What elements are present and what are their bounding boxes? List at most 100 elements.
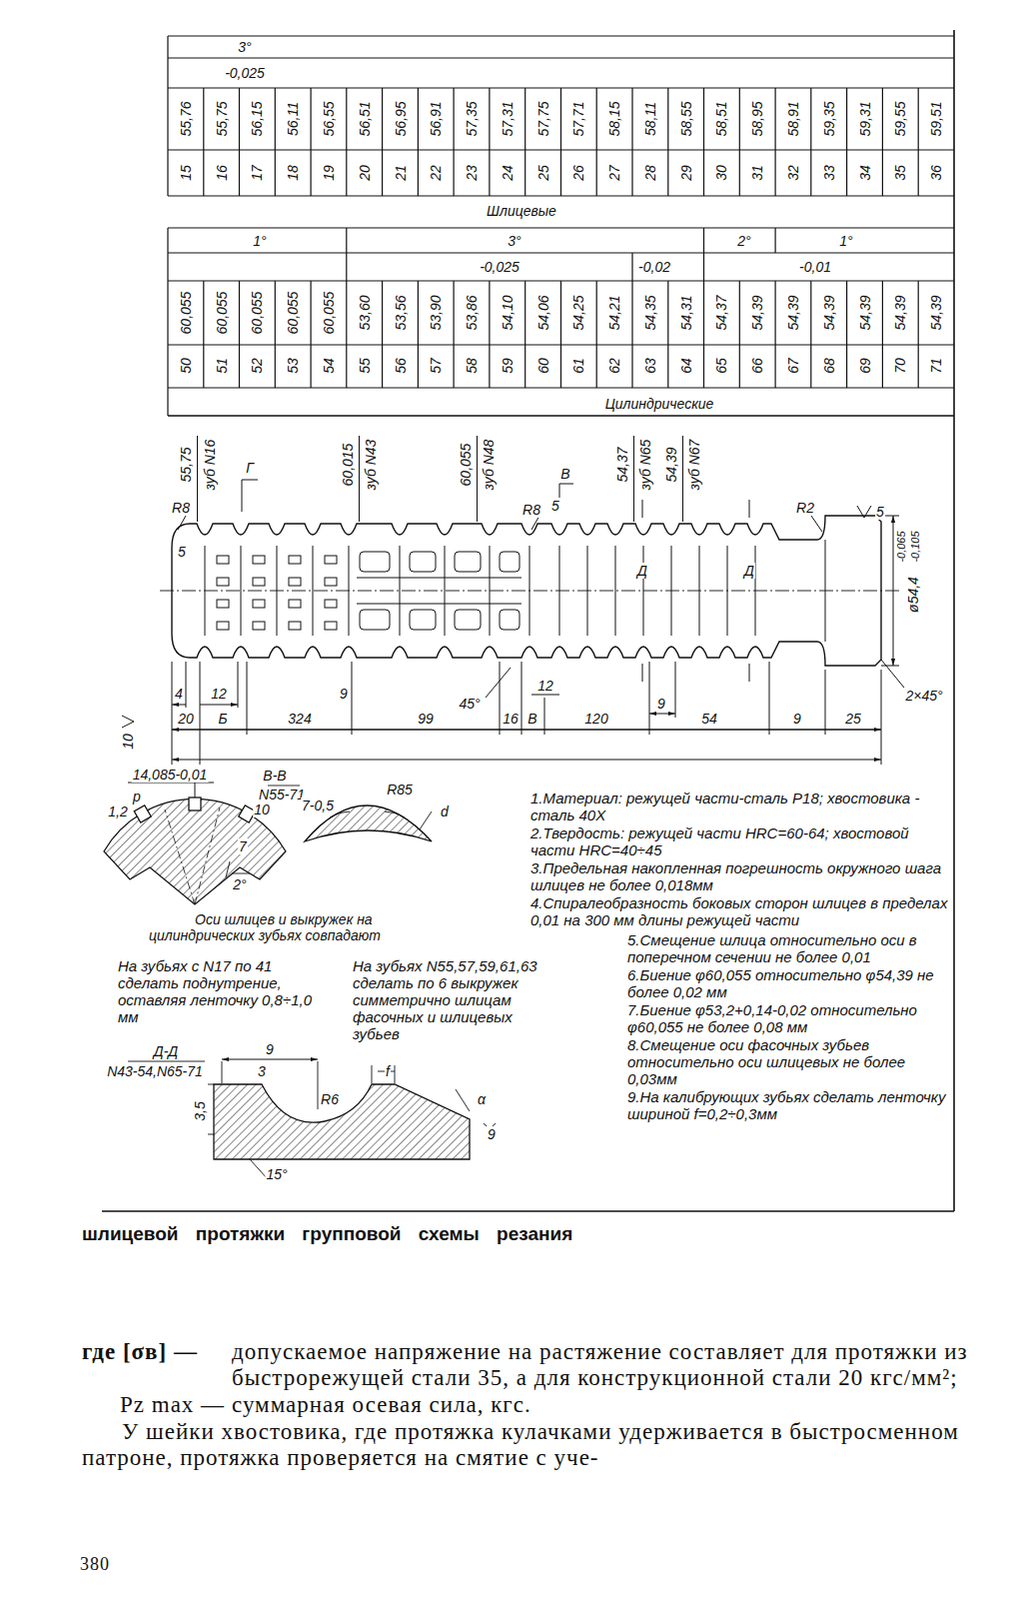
table-cell: 54,39 <box>821 293 838 331</box>
table-cell: 1° <box>251 232 267 249</box>
table-cell: 54 <box>320 356 337 375</box>
drawing-label: 9 <box>792 710 803 727</box>
drawing-label: N43-54,N65-71 <box>105 1062 204 1079</box>
note-text: 5.Смещение шлица относительно оси в попе… <box>626 931 949 966</box>
table-cell: 58,51 <box>713 99 730 137</box>
drawing-label: 324 <box>286 710 312 727</box>
table-cell: 35 <box>892 163 909 182</box>
table-cell: 2° <box>736 232 752 249</box>
table-cell: 71 <box>928 356 945 375</box>
table-cell: 36 <box>928 163 945 182</box>
table-cell: 58,95 <box>749 99 766 137</box>
drawing-label: зуб N16 <box>201 438 218 492</box>
drawing-label: -0,105 <box>909 529 923 563</box>
table-cell: 58,11 <box>642 100 659 137</box>
table-cell: -0,01 <box>798 258 833 275</box>
table-cell: 59 <box>499 356 516 375</box>
table-cell: Цилиндрические <box>604 395 716 412</box>
table-cell: 54,39 <box>785 293 802 331</box>
table-cell: 57,71 <box>570 99 587 137</box>
drawing-label: R85 <box>385 781 414 798</box>
table-cell: 56 <box>391 356 408 375</box>
table-cell: -0,025 <box>223 64 266 81</box>
drawing-label: 5 <box>176 543 187 560</box>
table-cell: 60 <box>535 356 552 375</box>
table-cell: 54,35 <box>642 293 659 331</box>
drawing-label: 60,015 <box>339 442 356 488</box>
drawing-label: 5 <box>875 503 886 520</box>
table-cell: 19 <box>320 163 337 182</box>
drawing-label: Д-Д <box>152 1042 179 1059</box>
drawing-label: зуб N67 <box>686 438 703 492</box>
table-cell: 58 <box>463 356 480 375</box>
table-cell: 25 <box>535 163 552 182</box>
drawing-label: 7-0,5 <box>300 797 335 814</box>
drawing-label: 15° <box>264 1165 288 1182</box>
drawing-label: -0,065 <box>895 529 909 563</box>
note-text: 1.Материал: режущей части-сталь Р18; хво… <box>529 789 952 824</box>
table-cell: 31 <box>749 163 766 182</box>
table-cell: 54,39 <box>928 293 945 331</box>
table-cell: 54,31 <box>678 293 695 331</box>
table-cell: 69 <box>857 356 874 375</box>
table-cell: 59,55 <box>892 99 909 137</box>
table-cell: 54,21 <box>606 293 623 331</box>
table-cell: 57 <box>427 356 444 375</box>
drawing-label: 25 <box>844 710 863 727</box>
table-cell: 56,95 <box>391 99 408 137</box>
drawing-label: В <box>526 710 538 727</box>
table-cell: 15 <box>177 163 194 182</box>
table-cell: 60,055 <box>177 290 194 336</box>
drawing-label: d <box>439 803 450 820</box>
table-cell: 53 <box>284 356 301 375</box>
drawing-label: 7 <box>237 838 248 855</box>
note-text: 3.Предельная накопленная погрешность окр… <box>529 859 952 894</box>
note-text: На зубьях с N17 по 41 сделать поднутрени… <box>116 957 314 1026</box>
drawing-label: 20 <box>176 710 195 727</box>
table-cell: 34 <box>857 163 874 182</box>
table-cell: 66 <box>749 356 766 375</box>
table-cell: 61 <box>570 356 587 375</box>
drawing-label: 120 <box>583 710 609 727</box>
table-cell: 53,86 <box>463 293 480 331</box>
table-cell: 56,15 <box>248 99 265 137</box>
body-text: где [σв] — <box>81 1338 198 1365</box>
drawing-label: 2×45° <box>904 687 944 704</box>
table-cell: 58,91 <box>785 99 802 137</box>
table-cell: 54,39 <box>749 293 766 331</box>
drawing-label: R8 <box>521 501 542 518</box>
table-cell: 52 <box>248 356 265 375</box>
table-cell: 56,55 <box>320 99 337 137</box>
note-text: 6.Биение φ60,055 относительно φ54,39 не … <box>626 966 949 1001</box>
drawing-label: Г <box>244 459 255 476</box>
table-cell: 58,55 <box>678 99 695 137</box>
table-cell: 57,75 <box>535 99 552 137</box>
table-cell: 20 <box>356 163 373 182</box>
table-cell: 23 <box>463 163 480 182</box>
table-cell: 60,055 <box>320 290 337 336</box>
drawing-label: R6 <box>319 1090 340 1107</box>
drawing-label: зуб N43 <box>362 438 379 492</box>
table-cell: -0,02 <box>637 258 672 275</box>
drawing-label: 14,085-0,01 <box>131 766 209 783</box>
drawing-label: зуб N65 <box>637 438 654 492</box>
table-cell: 62 <box>606 356 623 375</box>
drawing-label: 9 <box>338 685 349 702</box>
table-cell: 18 <box>284 163 301 182</box>
table-cell: 54,39 <box>857 293 874 331</box>
body-text: Pz max — <box>119 1391 225 1418</box>
drawing-label: 3 <box>256 1062 267 1079</box>
table-cell: 57,31 <box>499 99 516 137</box>
note-text: 7.Биение φ53,2+0,14-0,02 относительно φ6… <box>626 1001 949 1035</box>
table-cell: 56,51 <box>356 99 373 137</box>
drawing-label: R8 <box>170 499 191 516</box>
table-cell: 17 <box>248 163 265 182</box>
drawing-label: Д <box>636 562 649 579</box>
drawing-label: 16 <box>501 710 520 727</box>
drawing-label: α <box>476 1090 487 1107</box>
drawing-label: 54,37 <box>614 445 631 483</box>
note-text: 4.Спиралеобразность боковых сторон шлице… <box>529 894 952 929</box>
drawing-label: В <box>559 465 571 482</box>
drawing-label: 54 <box>700 710 719 727</box>
drawing-label: f <box>384 1062 391 1079</box>
